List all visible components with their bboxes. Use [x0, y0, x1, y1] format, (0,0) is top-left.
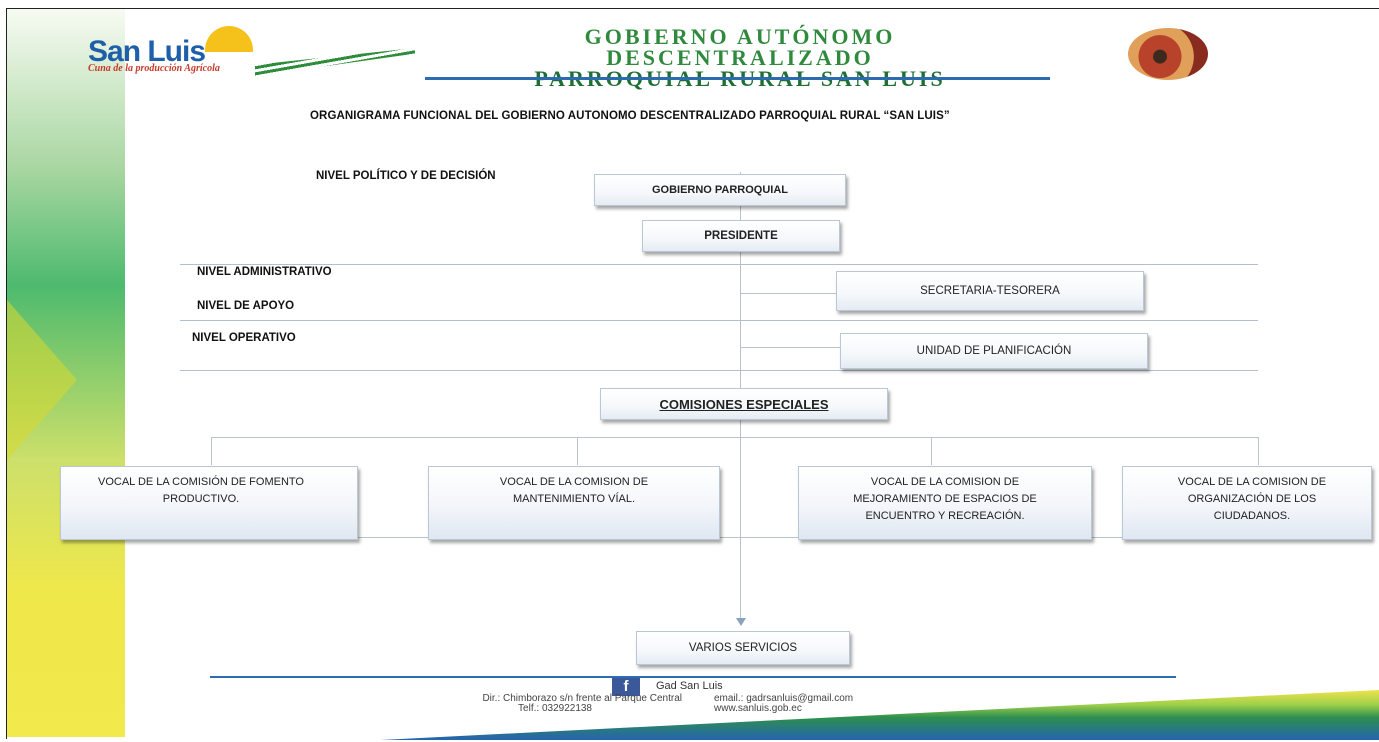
level-divider-3: [180, 370, 1258, 371]
footer-divider: [210, 676, 1176, 678]
facebook-icon: f: [612, 678, 640, 696]
seal-emblem: [1128, 28, 1208, 80]
node-vocal-mantenimiento-label: VOCAL DE LA COMISION DE MANTENIMIENTO VÍ…: [499, 476, 649, 505]
level-divider-2: [180, 320, 1258, 321]
node-gobierno-label: GOBIERNO PARROQUIAL: [651, 184, 789, 196]
node-vocal-mantenimiento: VOCAL DE LA COMISION DE MANTENIMIENTO VÍ…: [428, 466, 720, 540]
logo-name: San Luis: [88, 35, 206, 68]
vocal-branch-line: [211, 437, 1259, 438]
node-presidente: PRESIDENTE: [642, 220, 840, 252]
node-vocal-organizacion-label: VOCAL DE LA COMISION DE ORGANIZACIÓN DE …: [1177, 476, 1327, 522]
level-politico: NIVEL POLÍTICO Y DE DECISIÓN: [316, 170, 496, 182]
node-vocal-mejoramiento-label: VOCAL DE LA COMISION DE MEJORAMIENTO DE …: [853, 476, 1037, 522]
node-presidente-label: PRESIDENTE: [704, 230, 778, 242]
vocal4-drop: [1258, 437, 1259, 465]
gov-line-2: DESCENTRALIZADO: [606, 45, 874, 70]
vocal1-drop: [211, 437, 212, 465]
footer-address-block: Dir.: Chimborazo s/n frente al Parque Ce…: [246, 694, 682, 714]
footer-web: www.sanluis.gob.ec: [714, 703, 802, 714]
page-frame: [6, 8, 1379, 739]
node-servicios-label: VARIOS SERVICIOS: [688, 642, 798, 654]
left-decorative-triangle: [7, 300, 77, 460]
chart-title: ORGANIGRAMA FUNCIONAL DEL GOBIERNO AUTON…: [310, 110, 950, 122]
secretaria-connector: [740, 293, 836, 294]
header-underline: [425, 77, 1050, 80]
vocal3-drop: [931, 437, 932, 465]
level-apoyo: NIVEL DE APOYO: [197, 300, 295, 312]
node-vocal-fomento-label: VOCAL DE LA COMISIÓN DE FOMENTO PRODUCTI…: [98, 476, 304, 505]
planificacion-connector: [740, 347, 840, 348]
facebook-name: Gad San Luis: [656, 680, 723, 692]
arrow-down-icon: [736, 618, 746, 626]
footer-email: email.: gadrsanluis@gmail.com: [714, 693, 854, 704]
node-secretaria: SECRETARIA-TESORERA: [836, 271, 1144, 311]
node-gobierno-parroquial: GOBIERNO PARROQUIAL: [594, 174, 846, 206]
gov-line-1: GOBIERNO AUTÓNOMO: [584, 24, 896, 49]
node-varios-servicios: VARIOS SERVICIOS: [636, 631, 850, 665]
footer-contact-block: email.: gadrsanluis@gmail.com www.sanlui…: [714, 694, 853, 714]
node-secretaria-label: SECRETARIA-TESORERA: [920, 285, 1060, 297]
vocal2-drop: [577, 437, 578, 465]
node-comisiones: COMISIONES ESPECIALES: [600, 388, 888, 420]
san-luis-logo: San Luis Cuna de la producción Agrícola: [88, 35, 220, 74]
node-planificacion-label: UNIDAD DE PLANIFICACIÓN: [916, 345, 1072, 357]
node-planificacion: UNIDAD DE PLANIFICACIÓN: [840, 333, 1148, 369]
node-vocal-mejoramiento: VOCAL DE LA COMISION DE MEJORAMIENTO DE …: [798, 466, 1092, 540]
level-divider-1: [180, 264, 1258, 265]
footer-phone: Telf.: 032922138: [518, 703, 592, 714]
node-vocal-fomento: VOCAL DE LA COMISIÓN DE FOMENTO PRODUCTI…: [60, 466, 358, 540]
node-comisiones-label: COMISIONES ESPECIALES: [659, 396, 829, 412]
footer-address: Dir.: Chimborazo s/n frente al Parque Ce…: [482, 693, 682, 704]
node-vocal-organizacion: VOCAL DE LA COMISION DE ORGANIZACIÓN DE …: [1122, 466, 1372, 540]
level-administrativo: NIVEL ADMINISTRATIVO: [197, 266, 332, 278]
vocal-bottom-line: [211, 537, 1259, 538]
logo-tagline: Cuna de la producción Agrícola: [88, 63, 220, 74]
level-operativo: NIVEL OPERATIVO: [192, 332, 296, 344]
